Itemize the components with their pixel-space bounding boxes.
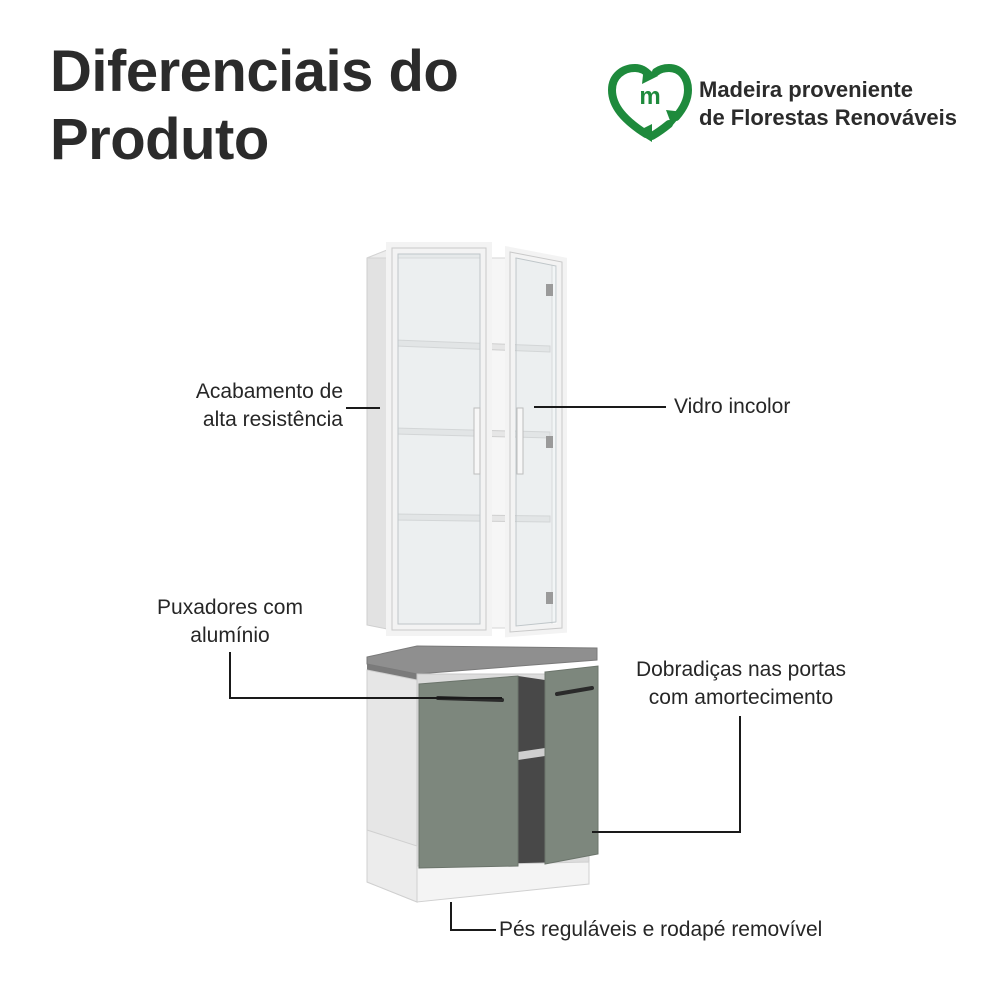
feature-finish-line-2: alta resistência (202, 408, 343, 431)
page-title-line-1: Diferenciais do (50, 39, 459, 104)
renewable-wood-badge: m Madeira proveniente de Florestas Renov… (606, 62, 996, 142)
right-aluminum-handle (555, 686, 594, 696)
feature-handles: Puxadores com alumínio (140, 594, 320, 650)
badge-line-1: Madeira proveniente (699, 77, 913, 102)
callout-line-feet (450, 902, 496, 931)
feature-handles-line-2: alumínio (190, 624, 270, 647)
hinge (546, 592, 553, 604)
left-glass-pane (397, 253, 481, 625)
feature-handles-line-1: Puxadores com (157, 596, 303, 619)
upper-glass-cabinet (366, 242, 567, 638)
hinge (546, 436, 553, 448)
left-base-door (418, 675, 519, 869)
badge-text: Madeira proveniente de Florestas Renováv… (699, 76, 957, 132)
page-title: Diferenciais do Produto (50, 38, 459, 174)
recycle-heart-icon: m (607, 63, 692, 142)
badge-icon-letter: m (639, 83, 660, 110)
feature-feet-text: Pés reguláveis e rodapé removível (499, 918, 823, 941)
feature-hinges: Dobradiças nas portas com amortecimento (610, 656, 872, 712)
callout-lines (229, 406, 741, 931)
callout-line-hinges (592, 716, 741, 833)
lower-shelf (518, 748, 545, 760)
right-door-handle (516, 407, 524, 475)
right-base-door (544, 665, 599, 865)
callout-line-handles (229, 652, 502, 699)
feature-finish: Acabamento de alta resistência (196, 378, 343, 434)
badge-line-2: de Florestas Renováveis (699, 105, 958, 130)
feature-glass: Vidro incolor (674, 393, 790, 421)
feature-feet: Pés reguláveis e rodapé removível (499, 916, 822, 944)
feature-hinges-line-2: com amortecimento (648, 686, 834, 709)
left-door-handle (473, 407, 481, 475)
right-glass-pane (515, 257, 557, 627)
feature-hinges-line-1: Dobradiças nas portas (635, 658, 847, 681)
lower-base-cabinet (366, 645, 599, 903)
hinge (546, 284, 553, 296)
page-title-line-2: Produto (50, 107, 269, 172)
feature-finish-line-1: Acabamento de (195, 380, 343, 403)
feature-glass-text: Vidro incolor (674, 395, 791, 418)
